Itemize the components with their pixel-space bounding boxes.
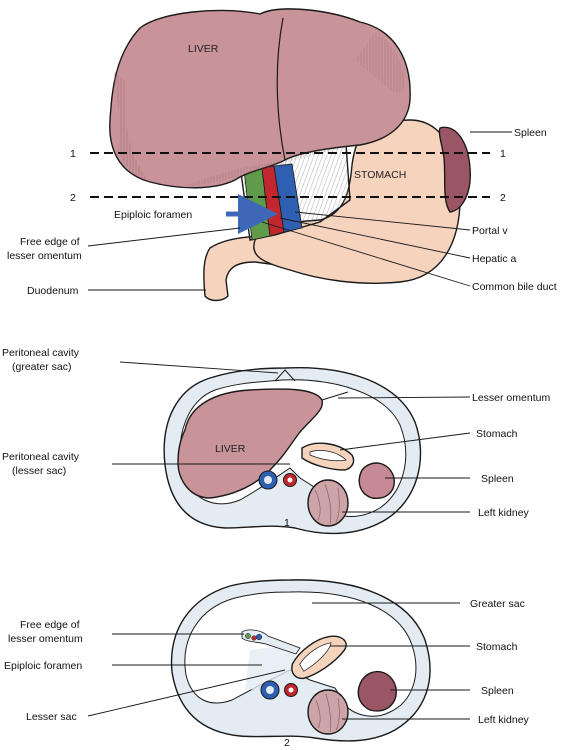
portal-label: Portal v [472, 225, 508, 237]
liver-section-label: LIVER [215, 443, 246, 455]
section-1-left: 1 [70, 148, 76, 160]
lesser-sac-label-2: Lesser sac [26, 711, 77, 723]
liver-hatch-right [355, 32, 406, 93]
lesser-sac-label-line2: (lesser sac) [12, 465, 66, 477]
cross-section-1: LIVER Peritoneal cavity (greater sac) Pe… [2, 347, 550, 535]
lesser-sac-leader-2 [87, 669, 286, 717]
aorta-lumen-2 [288, 687, 294, 693]
kidney-texture-1 [314, 483, 340, 525]
lesser-omentum-leader-1 [337, 396, 471, 399]
free-edge-vein-2 [255, 633, 263, 641]
free-edge-artery-2 [251, 635, 257, 641]
falciform-fold [274, 369, 296, 382]
spleen-label-2: Spleen [481, 685, 514, 697]
spleen-label-1: Spleen [481, 473, 514, 485]
free-edge-label-2-line1: Free edge of [20, 619, 80, 631]
lesser-omentum-1 [321, 391, 349, 401]
stomach-label: STOMACH [354, 169, 406, 181]
kidney-texture-2 [315, 693, 340, 733]
bile-label: Common bile duct [472, 281, 557, 293]
free-edge-label-line1: Free edge of [20, 236, 80, 248]
spleen-shape [438, 126, 471, 213]
portal-leader [294, 211, 471, 231]
stomach-lumen-1 [309, 450, 347, 462]
epiploic-label: Epiploic foramen [114, 209, 192, 221]
spleen-top-label: Spleen [514, 127, 547, 139]
free-edge-label-2-line2: lesser omentum [8, 633, 83, 645]
stomach-label-1: Stomach [476, 428, 518, 440]
section-number-1: 1 [284, 517, 290, 529]
stomach-leader-1 [339, 432, 471, 451]
aorta-lumen-1 [287, 477, 293, 483]
greater-sac-leader-1 [119, 361, 279, 374]
lesser-sac-region-2 [245, 645, 300, 690]
free-edge-leader [87, 227, 241, 247]
greater-sac-label-line1: Peritoneal cavity [2, 347, 80, 359]
free-edge-label-line2: lesser omentum [7, 250, 82, 262]
liver-fissure [276, 17, 286, 161]
liver-hatch-under [180, 145, 360, 188]
section-number-2: 2 [284, 737, 290, 749]
hepatic-label: Hepatic a [472, 253, 517, 265]
section-2-left: 2 [70, 192, 76, 204]
lesser-sac-label-line1: Peritoneal cavity [2, 451, 80, 463]
kidney-section-2 [307, 689, 349, 735]
stomach-label-2: Stomach [476, 641, 518, 653]
top-figure: LIVER STOMACH 1 1 2 2 Spleen Epiploic fo… [7, 8, 557, 302]
kidney-label-1: Left kidney [478, 507, 530, 519]
greater-sac-label-2: Greater sac [470, 598, 525, 610]
greater-sac-label-line2: (greater sac) [12, 361, 72, 373]
ivc-lumen-1 [264, 476, 272, 484]
section-2-right: 2 [500, 192, 506, 204]
epiploic-label-2: Epiploic foramen [4, 660, 82, 672]
free-edge-bile-2 [245, 633, 251, 639]
cross-section-2: Free edge of lesser omentum Epiploic for… [4, 579, 530, 749]
spleen-section-1 [358, 462, 395, 499]
section-1-right: 1 [500, 148, 506, 160]
stomach-lumen-2 [299, 642, 332, 672]
ivc-lumen-2 [266, 686, 274, 694]
duodenum-label: Duodenum [27, 285, 79, 297]
lesser-omentum-label-1: Lesser omentum [472, 392, 550, 404]
kidney-label-2: Left kidney [478, 714, 530, 726]
hepatic-leader [279, 217, 471, 259]
spleen-section-2 [357, 670, 397, 712]
kidney-section-1 [307, 479, 349, 527]
bile-leader [261, 221, 471, 287]
liver-section-1 [177, 388, 324, 499]
liver-label: LIVER [188, 43, 219, 55]
